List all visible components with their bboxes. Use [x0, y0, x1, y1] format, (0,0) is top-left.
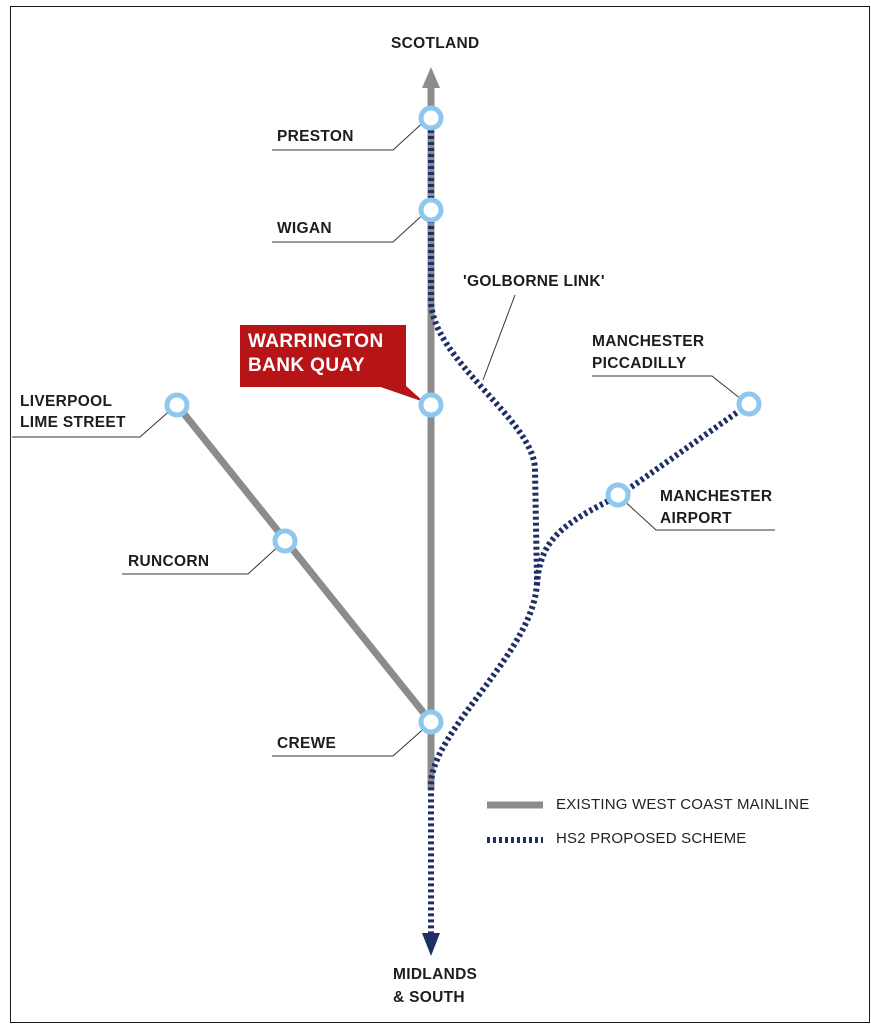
leader-crewe: [272, 724, 429, 757]
label-golborne-link: 'GOLBORNE LINK': [463, 273, 605, 290]
south-arrowhead: [422, 933, 440, 956]
stations: [164, 105, 762, 735]
station-runcorn[interactable]: [272, 528, 298, 554]
label-liverpool-2: LIME STREET: [20, 414, 126, 431]
label-man-picc-1: MANCHESTER: [592, 333, 705, 350]
existing-liverpool-branch: [174, 402, 434, 725]
label-preston: PRESTON: [277, 128, 354, 145]
label-south: & SOUTH: [393, 989, 465, 1006]
callout-line-2: BANK QUAY: [248, 354, 365, 376]
north-arrowhead: [422, 67, 440, 88]
leader-man-air: [619, 496, 775, 531]
leader-liverpool: [12, 406, 175, 438]
station-man-picc[interactable]: [736, 391, 762, 417]
label-runcorn: RUNCORN: [128, 553, 210, 570]
leader-wigan: [272, 209, 429, 243]
station-man-air[interactable]: [605, 482, 631, 508]
label-liverpool-1: LIVERPOOL: [20, 393, 113, 410]
warrington-callout: [240, 325, 406, 387]
label-man-picc-2: PICCADILLY: [592, 355, 687, 372]
warrington-callout-text: WARRINGTON BANK QUAY: [248, 330, 384, 378]
station-wigan[interactable]: [418, 197, 444, 223]
label-wigan: WIGAN: [277, 220, 332, 237]
label-scotland: SCOTLAND: [391, 35, 480, 52]
map-frame: [10, 6, 870, 1023]
hs2-trunk: [428, 118, 541, 935]
label-crewe: CREWE: [277, 735, 337, 752]
leader-lines: [12, 117, 775, 757]
station-crewe[interactable]: [418, 709, 444, 735]
station-liverpool[interactable]: [164, 392, 190, 418]
legend-existing-label: EXISTING WEST COAST MAINLINE: [556, 796, 810, 813]
leader-preston: [272, 117, 429, 151]
station-preston[interactable]: [418, 105, 444, 131]
label-man-air-2: AIRPORT: [660, 510, 732, 527]
callout-pointer: [375, 385, 424, 402]
callout-line-1: WARRINGTON: [248, 331, 384, 352]
label-man-air-1: MANCHESTER: [660, 488, 773, 505]
leader-runcorn: [122, 542, 283, 575]
station-warrington[interactable]: [418, 392, 444, 418]
label-midlands: MIDLANDS: [393, 966, 478, 983]
legend-hs2-label: HS2 PROPOSED SCHEME: [556, 830, 747, 847]
leader-man-picc: [592, 375, 747, 404]
leader-golborne: [482, 294, 516, 381]
